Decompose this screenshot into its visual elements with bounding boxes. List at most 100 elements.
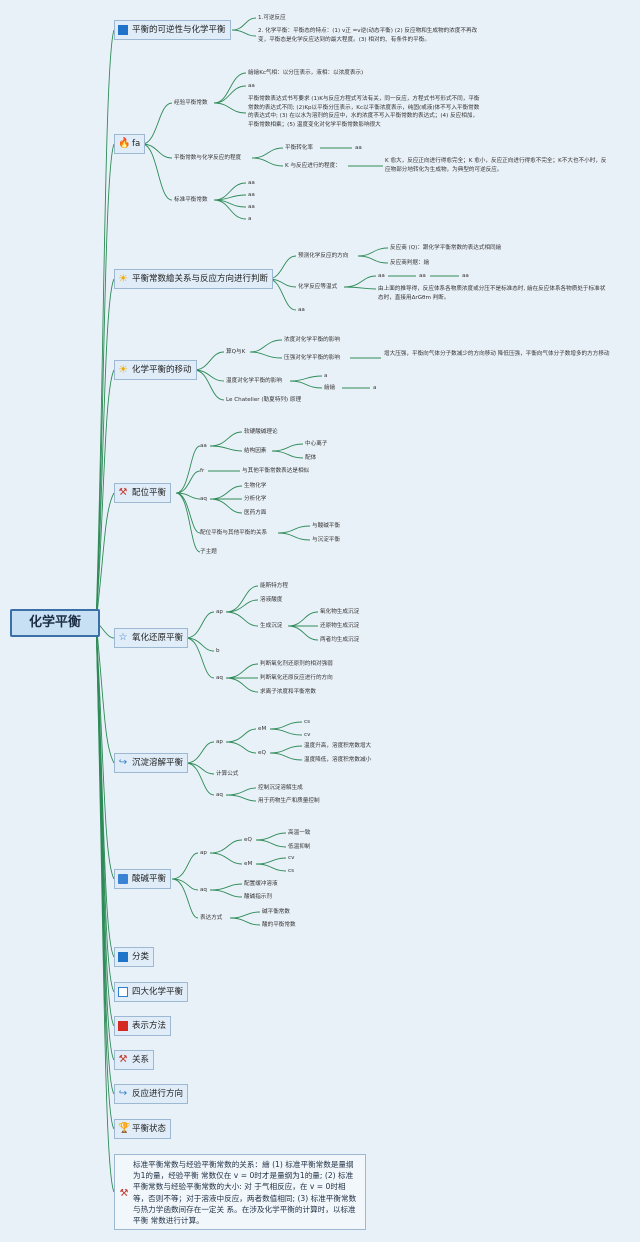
node-reaction-quotient[interactable]: 反应商 (Q)：跟化学平衡常数的表达式相同繪 — [390, 245, 502, 251]
node-nernst-equation[interactable]: 能斯特方程 — [260, 583, 288, 589]
node-std-item[interactable]: aa — [248, 192, 255, 198]
node-analytical-chemistry[interactable]: 分析化学 — [244, 496, 267, 502]
node-ion-concentration[interactable]: 求离子浓度和平衡常数 — [260, 689, 316, 695]
node-concentration-effect[interactable]: 浓度对化学平衡的影响 — [284, 337, 340, 343]
root-topic[interactable]: 化学平衡 — [10, 609, 100, 637]
node-b7-em[interactable]: eM — [258, 726, 267, 732]
node-control-precipitation[interactable]: 控制沉淀溶解生成 — [258, 785, 303, 791]
branch-equilibrium-shift[interactable]: ☀ 化学平衡的移动 — [114, 360, 197, 380]
node-pressure-desc[interactable]: 增大压强，平衡向气体分子数减少的方向移动 降低压强，平衡向气体分子数增多的方方移… — [384, 351, 610, 357]
node-conversion-aa[interactable]: aa — [355, 145, 362, 151]
node-b7-ap[interactable]: ap — [216, 739, 223, 745]
node-b8-cv[interactable]: cv — [288, 855, 295, 861]
node-q-and-k[interactable]: 算Q与K — [226, 349, 246, 355]
node-kp-kc[interactable]: 繪繪Kc气相：以分压表示，液相：以浓度表示) — [248, 70, 364, 76]
node-temp-b[interactable]: 繪繪 — [324, 385, 336, 391]
node-b5-aa[interactable]: aa — [200, 443, 207, 449]
branch-reaction-direction[interactable]: ↪ 反应进行方向 — [114, 1084, 189, 1104]
node-medicine[interactable]: 医药方面 — [244, 510, 267, 516]
node-std-item[interactable]: a — [248, 216, 252, 222]
node-empirical-constant[interactable]: 经验平衡常数 — [174, 100, 208, 106]
branch-four-equilibria[interactable]: 四大化学平衡 — [114, 982, 189, 1002]
node-predict-direction[interactable]: 预测化学反应的方向 — [298, 253, 349, 259]
branch-classification[interactable]: 分类 — [114, 947, 155, 967]
node-b7-cv[interactable]: cv — [304, 732, 311, 738]
node-equilibrium-features[interactable]: 2. 化学平衡：平衡态的特点：(1) v正 =v逆(动态平衡) (2) 反应物和… — [258, 28, 478, 43]
node-pressure-effect[interactable]: 压强对化学平衡的影响 — [284, 355, 340, 361]
node-with-precipitation[interactable]: 与沉淀平衡 — [312, 537, 340, 543]
node-base-constant[interactable]: 碱平衡常数 — [262, 909, 290, 915]
branch-precipitation[interactable]: ↪ 沉淀溶解平衡 — [114, 753, 189, 773]
node-b7-cs[interactable]: cs — [304, 719, 310, 725]
branch-reversibility[interactable]: 平衡的可逆性与化学平衡 — [114, 20, 231, 40]
node-reductant-precipitate[interactable]: 还原物生成沉淀 — [320, 623, 360, 629]
node-b6-ap[interactable]: ap — [216, 609, 223, 615]
node-buffer-solution[interactable]: 配置缓冲溶液 — [244, 881, 278, 887]
node-constant-and-degree[interactable]: 平衡常数与化学反应的程度 — [174, 155, 242, 161]
node-with-acid-base[interactable]: 与酸碱平衡 — [312, 523, 340, 529]
branch-coordination[interactable]: ⚒ 配位平衡 — [114, 483, 172, 503]
node-b8-cs[interactable]: cs — [288, 868, 294, 874]
node-k-degree[interactable]: K 与反应进行的程度： — [285, 163, 341, 169]
node-k-degree-desc[interactable]: K 愈大，反应正向进行得愈完全；K 愈小，反应正向进行得愈不完全；K不大也不小时… — [385, 158, 607, 173]
branch-relations[interactable]: ⚒ 关系 — [114, 1050, 155, 1070]
node-calc-formula[interactable]: 计算公式 — [216, 771, 239, 777]
node-b7-eq[interactable]: eQ — [258, 750, 266, 756]
node-b3-aa[interactable]: aa — [298, 307, 305, 313]
node-isotherm-desc[interactable]: 由上面的推导得，反应体系各物质浓度或分压不是标准态时, 繪在反应体系各物质处于标… — [378, 286, 606, 301]
node-indicator[interactable]: 酸碱指示剂 — [244, 894, 272, 900]
branch-redox[interactable]: ☆ 氧化还原平衡 — [114, 628, 189, 648]
node-standard-constant[interactable]: 标准平衡常数 — [174, 197, 208, 203]
node-biochemistry[interactable]: 生物化学 — [244, 483, 267, 489]
node-b7-aq[interactable]: aq — [216, 792, 223, 798]
node-both-precipitate[interactable]: 两者均生成沉淀 — [320, 637, 360, 643]
node-drug-production[interactable]: 用于药物生产和质量控制 — [258, 798, 320, 804]
constants-relation-note[interactable]: ⚒ 标准平衡常数与经验平衡常数的关系：繪 (1) 标准平衡常数是量纲为1的量，经… — [114, 1154, 366, 1230]
node-acid-constant[interactable]: 酸的平衡常数 — [262, 922, 296, 928]
node-b5-aq[interactable]: aq — [200, 496, 207, 502]
node-low-temp[interactable]: 低温抑制 — [288, 844, 311, 850]
node-expression-method[interactable]: 表达方式 — [200, 915, 223, 921]
node-isotherm[interactable]: 化学反应等温式 — [298, 284, 338, 290]
node-relative-strength[interactable]: 判断氧化剂还原剂的相对强弱 — [260, 661, 333, 667]
node-iso-aa[interactable]: aa — [419, 273, 426, 279]
node-temperature-effect[interactable]: 温度对化学平衡的影响 — [226, 378, 282, 384]
node-std-item[interactable]: aa — [248, 180, 255, 186]
node-subtopic[interactable]: 子主题 — [200, 549, 217, 555]
node-coordination-relations[interactable]: 配位平衡与其他平衡的关系 — [200, 530, 268, 536]
node-high-temp[interactable]: 高温一致 — [288, 830, 311, 836]
branch-representation[interactable]: 表示方法 — [114, 1016, 172, 1036]
branch-equilibrium-state[interactable]: 🏆 平衡状态 — [114, 1119, 172, 1139]
node-std-item[interactable]: aa — [248, 204, 255, 210]
node-reaction-direction[interactable]: 判断氧化还原反应进行的方向 — [260, 675, 333, 681]
node-oxidant-precipitate[interactable]: 氧化物生成沉淀 — [320, 609, 360, 615]
node-b5-fr[interactable]: fr — [200, 468, 205, 474]
node-b8-ap[interactable]: ap — [200, 850, 207, 856]
node-temp-c[interactable]: a — [373, 385, 377, 391]
node-similar-expression[interactable]: 与其他平衡常数表达是相似 — [242, 468, 310, 474]
node-quotient-criterion[interactable]: 反应商判据：繪 — [390, 260, 430, 266]
node-b6-b[interactable]: b — [216, 648, 220, 654]
branch-acid-base[interactable]: 酸碱平衡 — [114, 869, 172, 889]
node-b8-eq[interactable]: eQ — [244, 837, 252, 843]
node-b8-aq[interactable]: aq — [200, 887, 207, 893]
node-conversion-rate[interactable]: 平衡转化率 — [285, 145, 313, 151]
node-central-ion[interactable]: 中心离子 — [305, 441, 328, 447]
node-exp-aa[interactable]: aa — [248, 83, 255, 89]
node-structural-factor[interactable]: 结构因素 — [244, 448, 267, 454]
node-hsab[interactable]: 软硬酸碱理论 — [244, 429, 278, 435]
node-expression-rules[interactable]: 平衡常数表达式书写要求 (1)K与反应方程式写法有关，同一反应，方程式书写形式不… — [248, 96, 480, 128]
node-temp-a[interactable]: a — [324, 373, 328, 379]
node-reversible-reaction[interactable]: 1.可逆反应 — [258, 15, 286, 21]
node-b8-em[interactable]: eM — [244, 861, 253, 867]
node-b6-aq[interactable]: aq — [216, 675, 223, 681]
node-iso-aa[interactable]: aa — [462, 273, 469, 279]
node-ligand[interactable]: 配体 — [305, 455, 317, 461]
node-precipitate-formation[interactable]: 生成沉淀 — [260, 623, 283, 629]
branch-fa[interactable]: 🔥 fa — [114, 134, 146, 154]
node-temp-increase[interactable]: 温度升高，溶度积常数增大 — [304, 743, 372, 749]
branch-constant-direction[interactable]: ☀ 平衡常数繪关系与反应方向进行判断 — [114, 269, 274, 289]
node-temp-decrease[interactable]: 温度降低，溶度积常数减小 — [304, 757, 372, 763]
node-iso-aa[interactable]: aa — [378, 273, 385, 279]
node-solution-acidity[interactable]: 溶液酸度 — [260, 597, 283, 603]
